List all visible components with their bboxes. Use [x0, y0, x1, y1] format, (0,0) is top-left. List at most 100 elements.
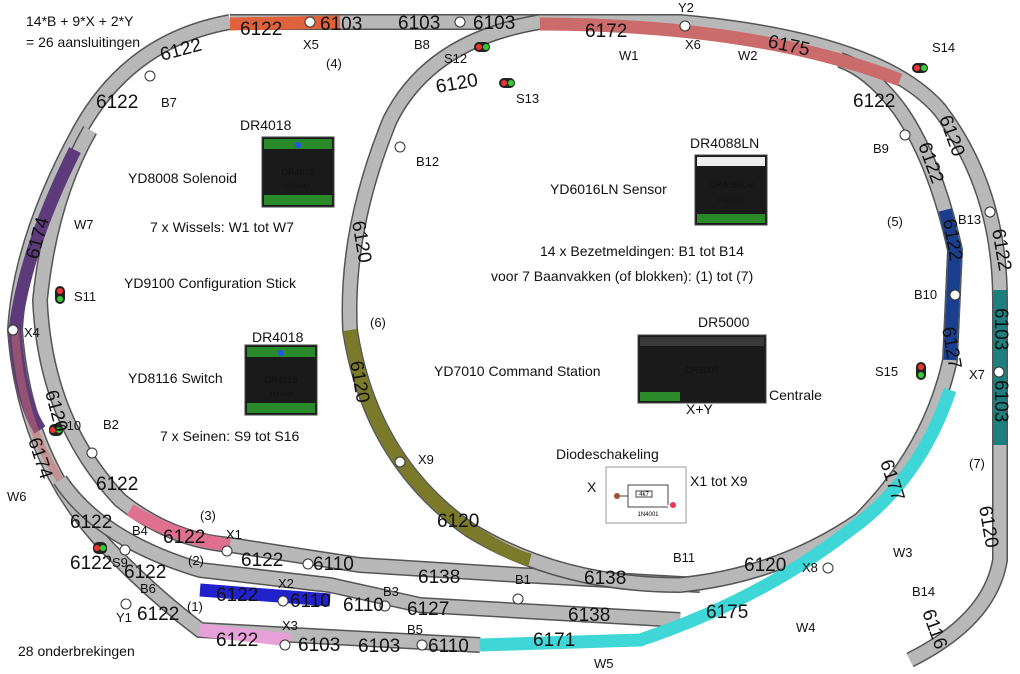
contact-6110-a: [302, 558, 314, 570]
module-dr4018-b: DR4018 digikeijs: [244, 344, 318, 416]
contact-b12: [394, 141, 406, 153]
signal-s13: [499, 78, 515, 88]
contact-x5: [304, 16, 316, 28]
chip-brand-a: digikeijs: [286, 183, 311, 190]
label-section-5: (5): [887, 214, 903, 229]
track-6122: 6122: [913, 140, 947, 187]
signal-s10: [49, 424, 63, 436]
signals: [49, 42, 928, 554]
legend-yd8008: YD8008 Solenoid: [128, 170, 237, 186]
label-x5: X5: [303, 37, 319, 52]
contacts: [7, 16, 1005, 651]
label-x6: X6: [685, 37, 701, 52]
contact-b7: [144, 70, 156, 82]
label-b4: B4: [132, 523, 148, 538]
diode-resistor-value: 4k7: [639, 492, 649, 498]
track-6110: 6110: [343, 595, 384, 616]
diode-part: 1N4001: [637, 512, 659, 518]
label-s10: S10: [58, 418, 81, 433]
module-dr4018-a: DR4018 digikeijs: [261, 136, 335, 208]
contact-b10: [949, 289, 961, 301]
contact-x8: [822, 562, 834, 574]
chip-label-dr4018-a: DR4018: [281, 167, 314, 177]
track-6110: 6110: [313, 554, 354, 575]
section-pinkred-top: [539, 17, 903, 87]
legend-yd9100: YD9100 Configuration Stick: [124, 275, 297, 291]
track-6122: 6122: [96, 92, 138, 113]
label-x3: X3: [282, 618, 298, 633]
contact-b2: [86, 447, 98, 459]
label-b8: B8: [414, 37, 430, 52]
legend-dr4018-b: DR4018: [252, 329, 304, 345]
legend-diode-range: X1 tot X9: [690, 473, 748, 489]
track-6122: 6122: [96, 474, 138, 495]
label-y1: Y1: [116, 610, 132, 625]
contact-x4: [7, 324, 19, 336]
label-w6: W6: [7, 489, 27, 504]
legend-diode-x: X: [587, 479, 597, 495]
label-b10: B10: [914, 287, 937, 302]
label-b9: B9: [873, 141, 889, 156]
label-s14: S14: [932, 40, 955, 55]
legend-dr4088: DR4088LN: [690, 135, 759, 151]
legend-dr4018-a: DR4018: [240, 117, 292, 133]
track-6103: 6103: [398, 13, 440, 34]
track-6138: 6138: [584, 568, 626, 589]
track-6120: 6120: [934, 113, 968, 160]
label-b11: B11: [673, 550, 695, 565]
signal-s9: [93, 542, 107, 554]
signal-s11: [55, 286, 65, 304]
track-6120: 6120: [345, 359, 373, 404]
label-section-6: (6): [370, 315, 386, 330]
track-6171: 6171: [533, 630, 575, 651]
label-x7: X7: [969, 367, 985, 382]
contact-b1: [512, 593, 524, 605]
track-6103: 6103: [473, 13, 515, 34]
track-6103: 6103: [990, 380, 1011, 422]
label-w2: W2: [738, 48, 758, 63]
label-b5: B5: [407, 622, 423, 637]
label-b12: B12: [416, 154, 439, 169]
chip-brand-c: digikeijs: [719, 197, 744, 204]
track-layer: [6, 14, 1008, 668]
legend-centrale: Centrale: [769, 387, 822, 403]
label-x9: X9: [418, 452, 434, 467]
label-section-4: (4): [326, 56, 342, 71]
legend-seinen: 7 x Seinen: S9 tot S16: [160, 428, 300, 444]
label-b14: B14: [912, 584, 935, 599]
summary-line2: = 26 aansluitingen: [26, 34, 140, 50]
contact-x9: [394, 456, 406, 468]
legend-baanvakken: voor 7 Baanvakken (of blokken): (1) tot …: [491, 268, 753, 284]
legend: 14*B + 9*X + 2*Y = 26 aansluitingen DR40…: [18, 13, 822, 659]
signal-s15: [916, 362, 926, 380]
contact-b6: [120, 598, 132, 610]
section-olive: [343, 329, 532, 567]
label-x4: X4: [24, 325, 40, 340]
track-6103: 6103: [990, 308, 1011, 350]
track-6174: 6174: [23, 435, 56, 482]
contact-b9: [899, 129, 911, 141]
label-w5: W5: [594, 656, 614, 671]
label-x8: X8: [802, 560, 818, 575]
contact-b13: [984, 206, 996, 218]
label-s12: S12: [444, 51, 467, 66]
label-s13: S13: [516, 91, 539, 106]
legend-yd8116: YD8116 Switch: [128, 370, 223, 386]
point-labels: X5 B8 S12 S13 Y2 X6 W1 W2 S14 B7 B12 B9 …: [7, 0, 985, 671]
track-6122: 6122: [124, 562, 166, 583]
label-b7: B7: [161, 95, 177, 110]
track-6122: 6122: [853, 91, 895, 112]
label-y2: Y2: [678, 0, 694, 15]
legend-diode-title: Diodeschakeling: [556, 446, 659, 462]
track-6122: 6122: [70, 512, 112, 533]
track-6138: 6138: [568, 605, 610, 626]
track-6172: 6172: [585, 21, 627, 42]
legend-wissels: 7 x Wissels: W1 tot W7: [150, 219, 294, 235]
contact-b4: [119, 544, 131, 556]
chip-label-dr4018-b: DR4018: [264, 375, 297, 385]
legend-yd6016: YD6016LN Sensor: [550, 181, 667, 197]
label-w1: W1: [619, 48, 639, 63]
contact-b5: [416, 639, 428, 651]
label-section-1: (1): [187, 599, 203, 614]
label-b2: B2: [103, 417, 119, 432]
